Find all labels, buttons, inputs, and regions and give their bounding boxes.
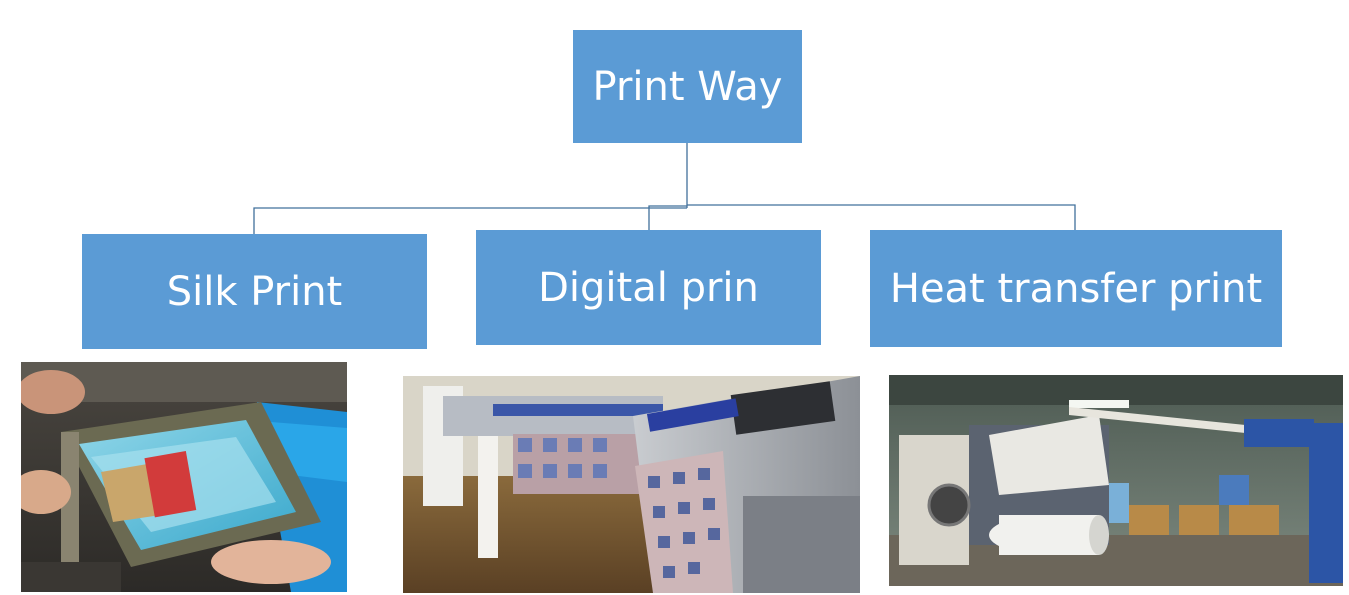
silk-screen-printing-photo bbox=[21, 362, 347, 592]
child-node-label: Heat transfer print bbox=[889, 265, 1263, 312]
root-node-label: Print Way bbox=[592, 63, 783, 110]
connector-heat-transfer bbox=[687, 204, 1076, 230]
child-node-silk-print: Silk Print bbox=[82, 234, 427, 349]
root-node-print-way: Print Way bbox=[573, 30, 802, 143]
child-node-digital-prin: Digital prin bbox=[476, 230, 821, 345]
digital-printer-photo bbox=[403, 376, 860, 593]
child-node-label: Silk Print bbox=[166, 268, 343, 315]
connector-silk-print bbox=[253, 207, 687, 234]
connector-digital-prin bbox=[648, 205, 687, 230]
child-node-heat-transfer-print: Heat transfer print bbox=[870, 230, 1282, 347]
heat-transfer-machine-photo bbox=[889, 375, 1343, 586]
child-node-label: Digital prin bbox=[538, 264, 759, 311]
